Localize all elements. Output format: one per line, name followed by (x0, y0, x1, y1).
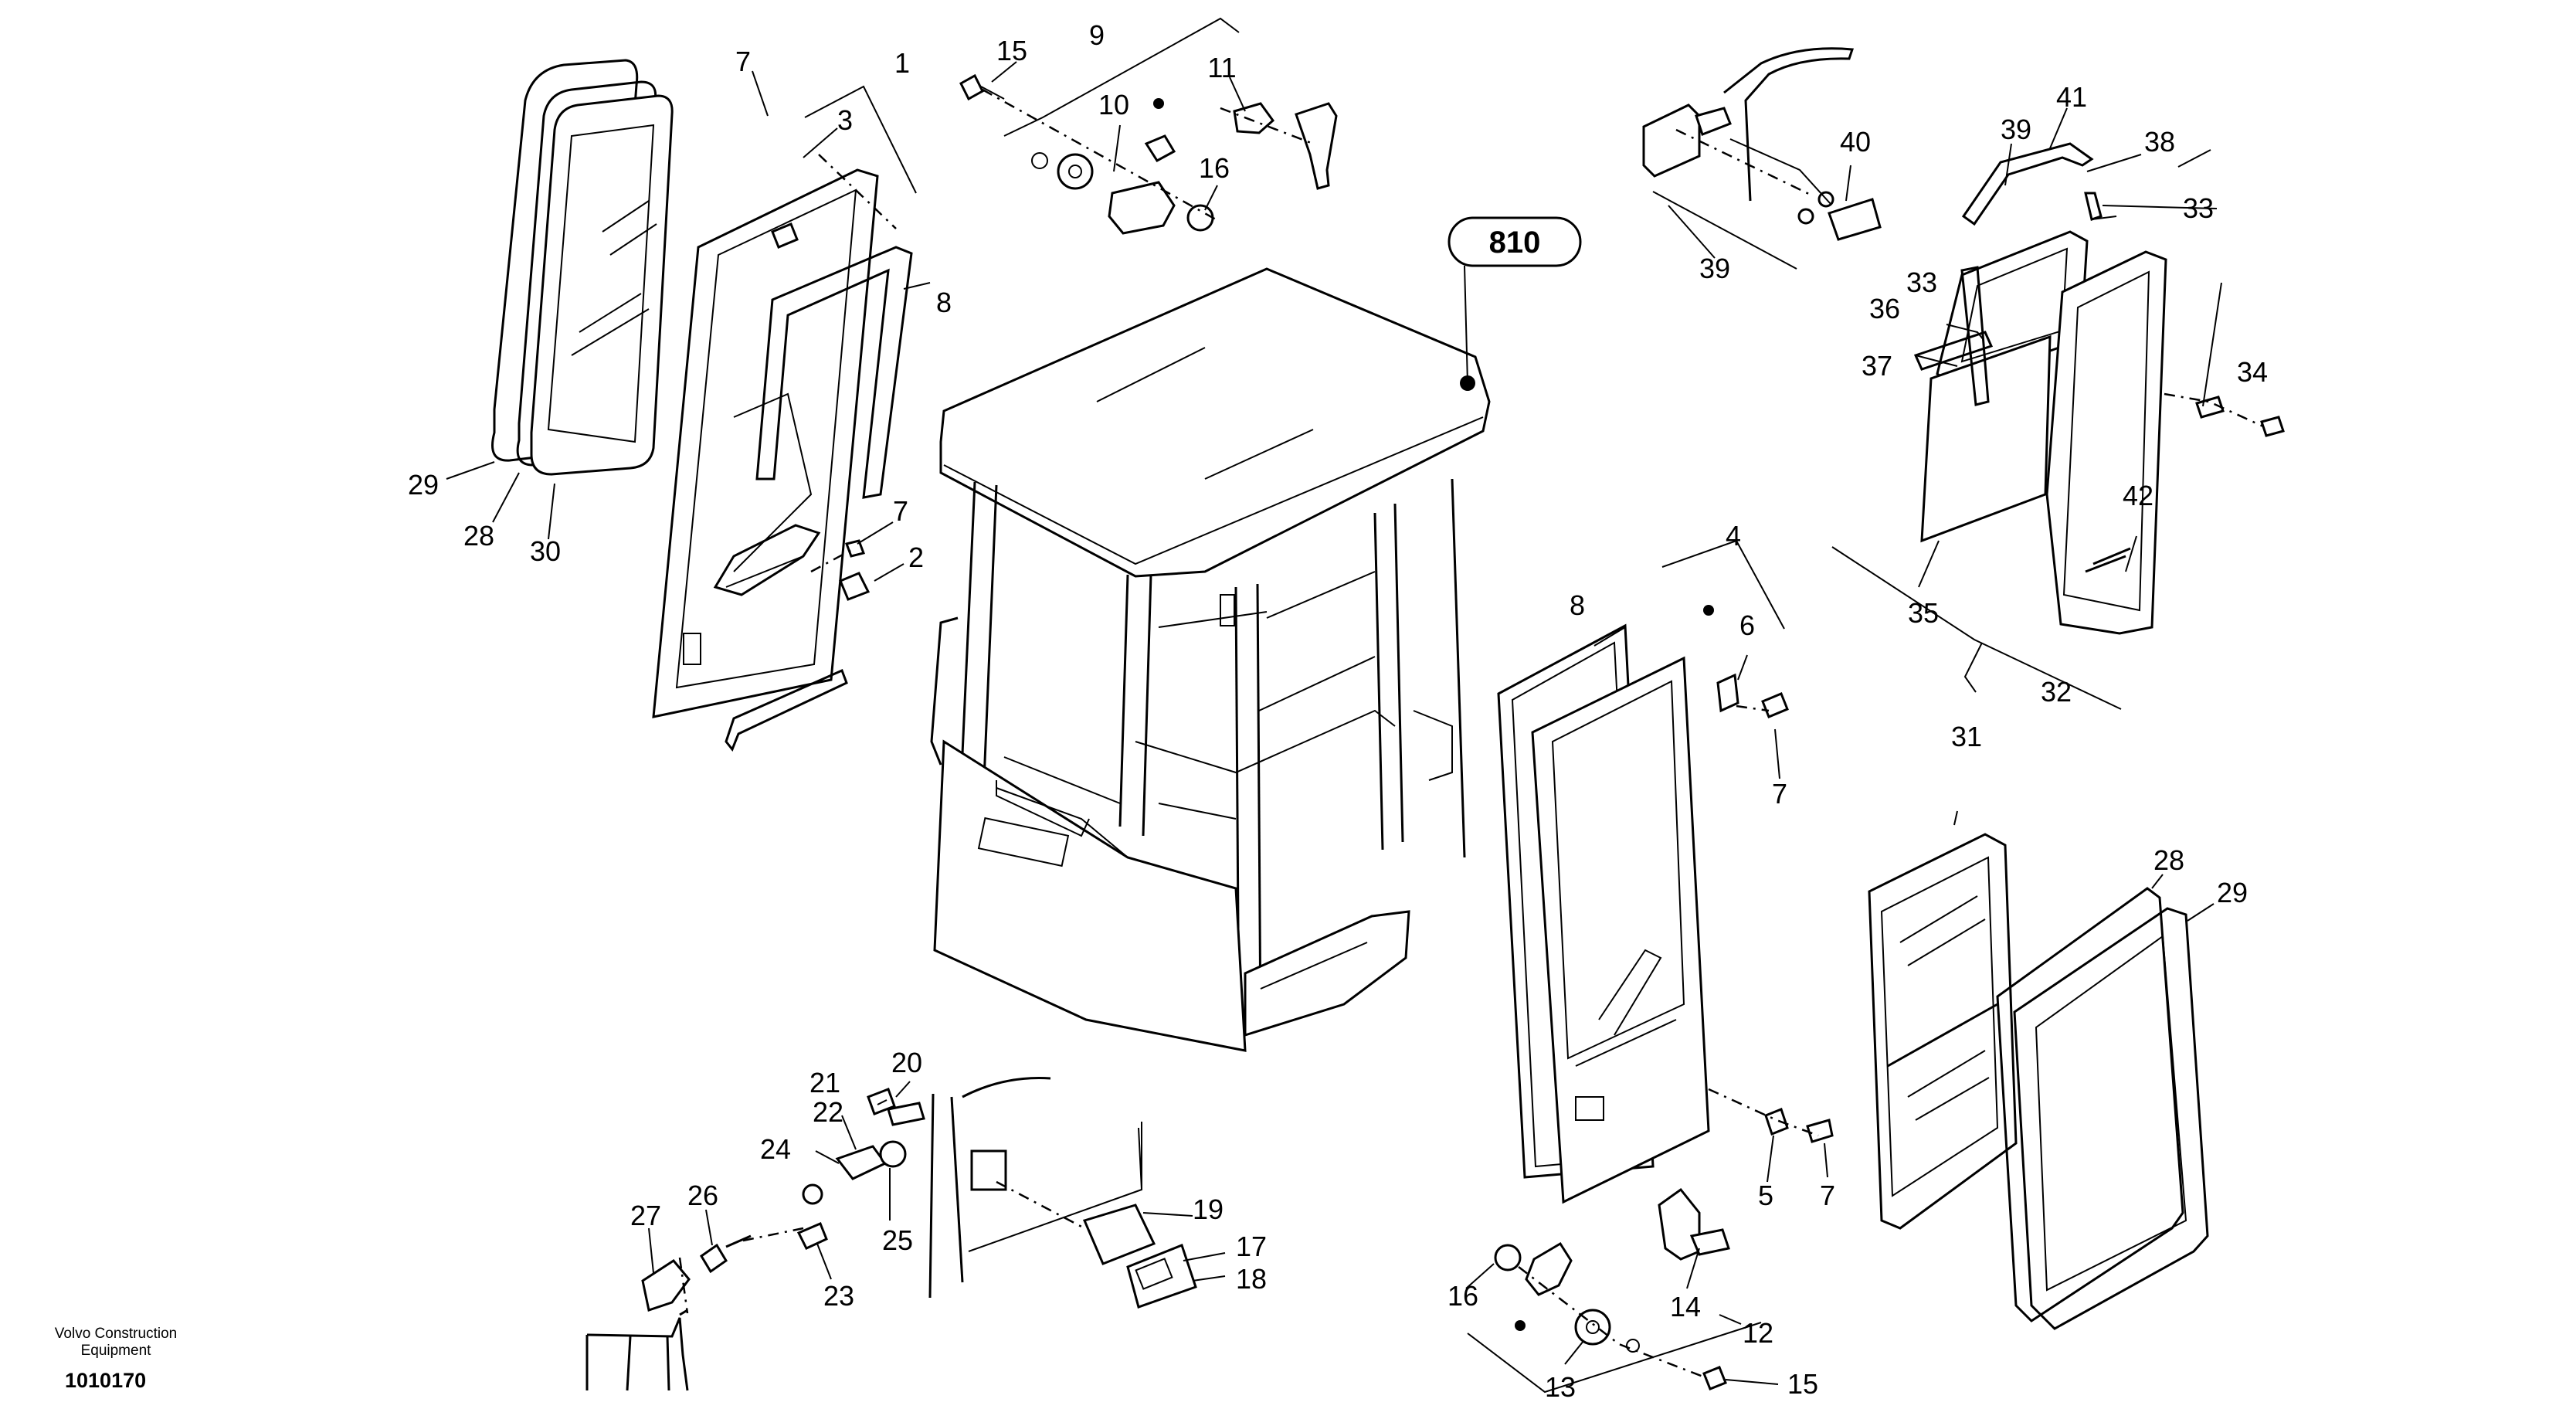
callout-3: 3 (837, 104, 853, 136)
lower-right-window (1868, 833, 2209, 1330)
callout-7-bottom: 7 (1820, 1180, 1835, 1211)
callout-37: 37 (1862, 350, 1892, 382)
callout-9: 9 (1089, 19, 1105, 51)
cab-body (930, 267, 1491, 1052)
callout-13: 13 (1545, 1371, 1576, 1403)
reference-number: 810 (1489, 226, 1541, 260)
small-latches (771, 222, 2285, 1143)
callout-36: 36 (1869, 293, 1900, 324)
callout-16-bottom: 16 (1448, 1280, 1478, 1312)
callout-5: 5 (1758, 1180, 1773, 1211)
callout-12: 12 (1743, 1317, 1773, 1349)
callout-31: 31 (1951, 721, 1982, 752)
callout-39-right: 39 (2001, 114, 2031, 145)
callout-33-left: 33 (1906, 267, 1937, 298)
callout-16-top: 16 (1199, 152, 1230, 184)
callout-35: 35 (1908, 597, 1939, 629)
left-door-assembly (491, 59, 913, 752)
callout-19: 19 (1193, 1193, 1224, 1225)
callout-8-left: 8 (936, 287, 952, 318)
callout-20: 20 (891, 1047, 922, 1078)
callout-24: 24 (760, 1133, 791, 1165)
callout-33-right: 33 (2183, 192, 2214, 224)
callout-29-right: 29 (2217, 877, 2248, 908)
upper-right-window (1913, 142, 2167, 635)
callout-numbers: 1 2 3 4 5 6 7 7 7 7 8 8 9 10 11 12 13 14… (408, 19, 2268, 1403)
dash-dot-lines (678, 88, 2264, 1380)
callout-15-bottom: 15 (1787, 1368, 1818, 1400)
lock-cylinder-hardware (959, 73, 1338, 235)
callout-8-right: 8 (1570, 589, 1585, 621)
callout-7-left: 7 (893, 495, 908, 527)
callout-1: 1 (894, 47, 910, 79)
callout-23: 23 (823, 1280, 854, 1312)
callout-21: 21 (809, 1067, 840, 1098)
brand-label: Volvo Construction Equipment (54, 1326, 178, 1359)
callout-14: 14 (1670, 1291, 1701, 1322)
leader-lines (446, 61, 2222, 1385)
callout-27: 27 (630, 1200, 661, 1231)
lock-cylinder-hardware-lower (1494, 1187, 1730, 1390)
callout-40: 40 (1840, 126, 1871, 158)
right-door-assembly (1497, 623, 1739, 1204)
callout-34: 34 (2237, 356, 2268, 388)
latch-hardware-upper-right (1642, 47, 1882, 241)
callout-41: 41 (2056, 81, 2087, 113)
callout-7-right: 7 (1772, 778, 1787, 810)
callout-17: 17 (1236, 1231, 1267, 1262)
drawing-number: 1010170 (65, 1369, 147, 1392)
callout-7-top: 7 (735, 46, 751, 77)
callout-38: 38 (2144, 126, 2175, 158)
callout-39-left: 39 (1699, 253, 1730, 284)
callout-26: 26 (687, 1180, 718, 1211)
callout-28-right: 28 (2153, 844, 2184, 876)
callout-4: 4 (1726, 520, 1741, 552)
callout-22: 22 (813, 1096, 843, 1128)
callout-15-top: 15 (996, 35, 1027, 66)
callout-32: 32 (2041, 676, 2072, 708)
callout-42: 42 (2123, 480, 2153, 511)
callout-18: 18 (1236, 1263, 1267, 1295)
callout-29-left: 29 (408, 469, 439, 501)
callout-30: 30 (530, 535, 561, 567)
callout-11: 11 (1207, 52, 1236, 83)
callout-2: 2 (908, 542, 924, 573)
reference-810: 810 (1448, 216, 1582, 267)
assembly-brackets (804, 17, 2122, 1394)
callout-28-left: 28 (463, 520, 494, 552)
callout-6: 6 (1739, 609, 1755, 641)
callout-10: 10 (1098, 89, 1129, 121)
callout-25: 25 (882, 1224, 913, 1256)
